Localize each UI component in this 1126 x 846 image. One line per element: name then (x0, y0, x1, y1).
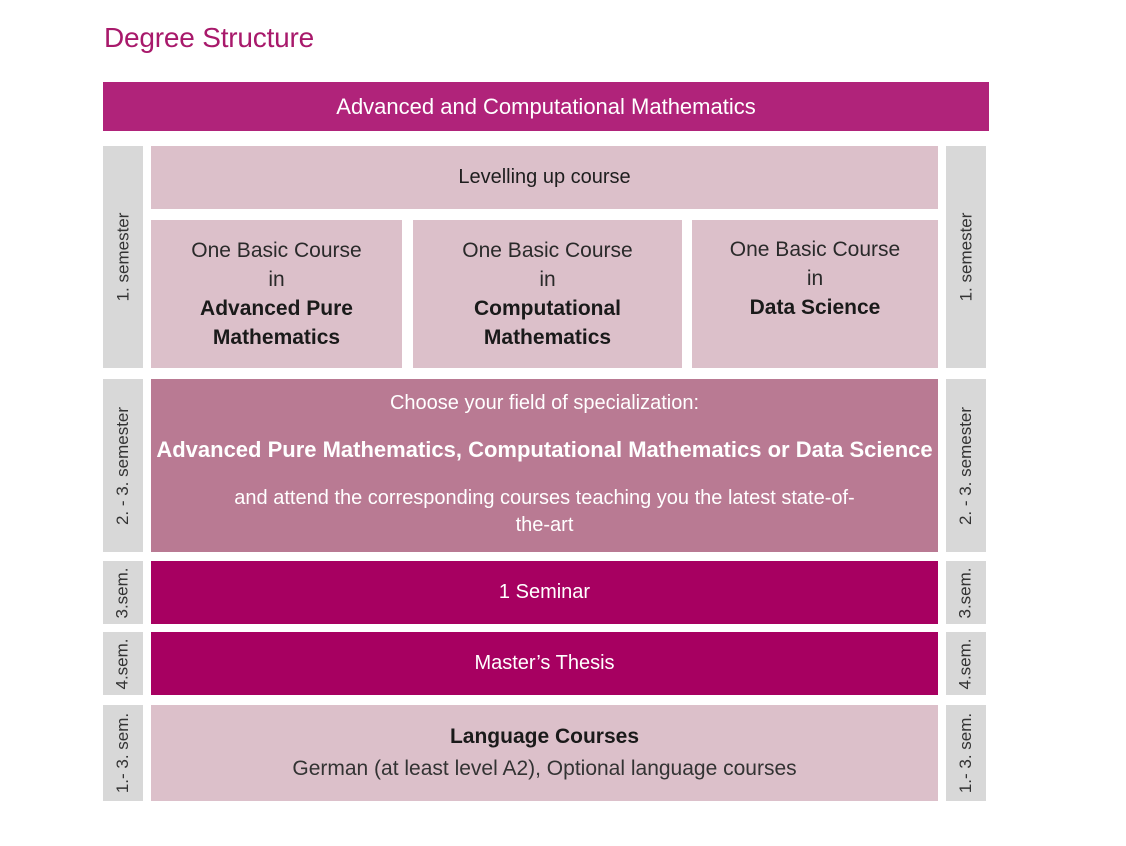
specialization-fields: Advanced Pure Mathematics, Computational… (156, 437, 933, 462)
language-courses-subtitle: German (at least level A2), Optional lan… (292, 757, 797, 780)
side-label-sem1-left: 1. semester (103, 146, 143, 368)
page-title: Degree Structure (104, 22, 315, 53)
specialization-box: Choose your field of specialization: Adv… (151, 379, 938, 552)
side-label-sem4-right: 4.sem. (946, 632, 986, 695)
seminar-box: 1 Seminar (151, 561, 938, 624)
specialization-note: and attend the corresponding courses tea… (234, 487, 855, 536)
side-label-text: 3.sem. (113, 566, 132, 619)
specialization-intro: Choose your field of specialization: (389, 392, 700, 414)
seminar-label: 1 Seminar (498, 581, 591, 603)
side-label-text: 1. semester (956, 212, 975, 302)
basic-course-box: One Basic Course in Advanced Pure Mathem… (151, 220, 402, 368)
side-label-sem23-left: 2. - 3. semester (103, 379, 143, 552)
course-line2: in (806, 267, 824, 290)
side-label-text: 1.- 3. sem. (113, 712, 132, 794)
side-label-text: 4.sem. (113, 637, 132, 690)
course-line1: One Basic Course (462, 239, 633, 262)
side-label-text: 1. semester (113, 212, 132, 302)
basic-course-box: One Basic Course in Computational Mathem… (413, 220, 682, 368)
side-label-sem3-left: 3.sem. (103, 561, 143, 624)
course-subject: Computational Mathematics (474, 297, 621, 349)
course-subject: Data Science (749, 296, 881, 319)
side-label-text: 2. - 3. semester (956, 406, 976, 525)
basic-course-box: One Basic Course in Data Science (692, 220, 938, 368)
side-label-lang-right: 1.- 3. sem. (946, 705, 986, 801)
course-line1: One Basic Course (191, 239, 362, 262)
language-courses-box: Language Courses German (at least level … (151, 705, 938, 801)
side-label-text: 4.sem. (956, 637, 975, 690)
side-label-sem23-right: 2. - 3. semester (946, 379, 986, 552)
side-label-text: 2. - 3. semester (113, 406, 133, 525)
side-label-text: 1.- 3. sem. (956, 712, 975, 794)
levelling-course-label: Levelling up course (458, 166, 631, 188)
program-banner: Advanced and Computational Mathematics (103, 82, 989, 131)
thesis-box: Master’s Thesis (151, 632, 938, 695)
side-label-sem4-left: 4.sem. (103, 632, 143, 695)
course-line2: in (268, 268, 285, 291)
thesis-label: Master’s Thesis (474, 652, 615, 674)
course-line1: One Basic Course (729, 238, 901, 261)
course-subject: Advanced Pure Mathematics (200, 297, 353, 349)
side-label-text: 3.sem. (956, 566, 975, 619)
language-courses-title: Language Courses (449, 725, 640, 748)
course-line2: in (539, 268, 556, 291)
levelling-course-box: Levelling up course (151, 146, 938, 209)
side-label-sem3-right: 3.sem. (946, 561, 986, 624)
side-label-sem1-right: 1. semester (946, 146, 986, 368)
side-label-lang-left: 1.- 3. sem. (103, 705, 143, 801)
